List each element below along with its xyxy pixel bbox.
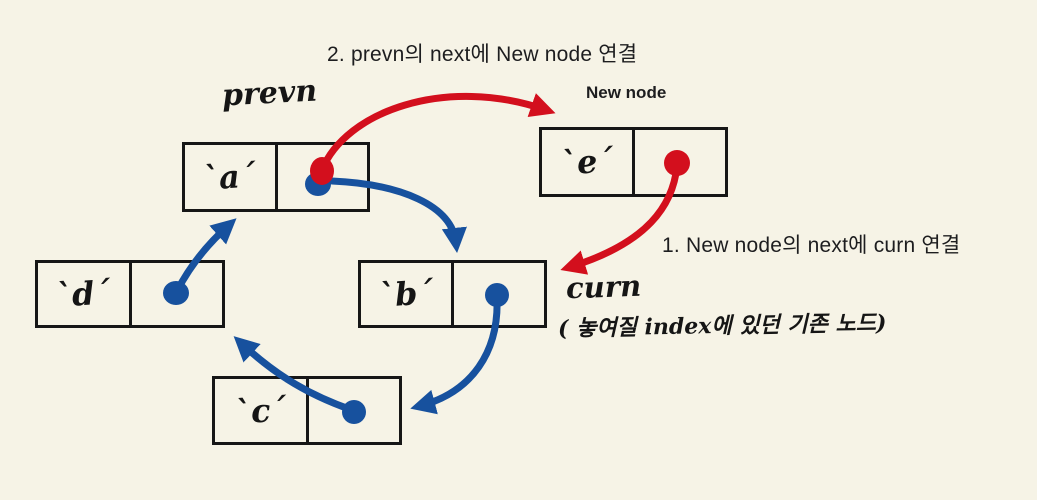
prevn-label: prevn [221, 73, 318, 114]
node-box-b: `b´ [358, 260, 547, 328]
node-b-next-cell [454, 263, 544, 325]
step-2-caption: 2. prevn의 next에 New node 연결 [327, 43, 638, 66]
node-e-next-cell [635, 130, 725, 194]
node-c-next-cell [309, 379, 400, 442]
node-box-c: `c´ [212, 376, 402, 445]
node-b-letter: `b´ [377, 273, 435, 315]
step-1-caption: 1. New node의 next에 curn 연결 [662, 234, 961, 257]
node-c-value-cell: `c´ [215, 379, 309, 442]
node-b-value-cell: `b´ [361, 263, 454, 325]
node-box-d: `d´ [35, 260, 225, 328]
node-a-value-cell: `a´ [185, 145, 278, 209]
new-node-label: New node [586, 83, 667, 102]
node-c-letter: `c´ [233, 389, 288, 432]
node-d-letter: `d´ [54, 273, 112, 315]
node-e-letter: `e´ [559, 141, 615, 183]
node-a-next-cell [278, 145, 368, 209]
node-d-value-cell: `d´ [38, 263, 132, 325]
node-box-a: `a´ [182, 142, 370, 212]
node-box-e: `e´ [539, 127, 728, 197]
curn-note: ( 놓여질 index에 있던 기존 노드) [557, 310, 887, 342]
curn-label: curn [565, 268, 642, 306]
node-d-next-cell [132, 263, 223, 325]
node-e-value-cell: `e´ [542, 130, 635, 194]
node-a-letter: `a´ [202, 156, 258, 198]
